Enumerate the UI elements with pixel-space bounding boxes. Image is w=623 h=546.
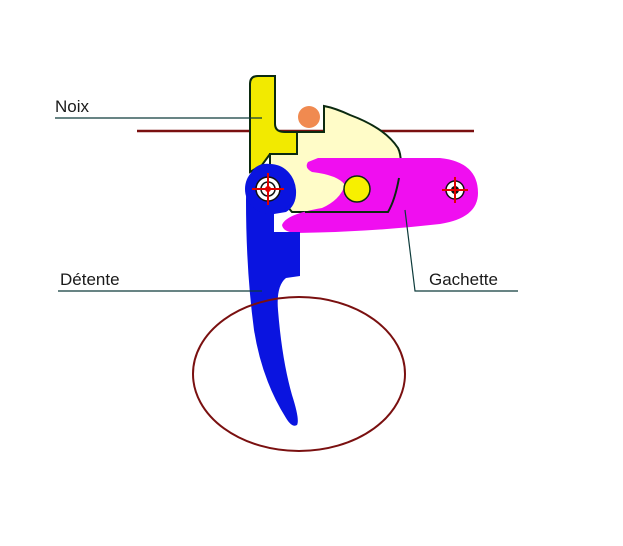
crosshair-pivot-icon (252, 173, 284, 205)
gachette-outline (305, 177, 400, 213)
orange-pin (298, 106, 320, 128)
gachette-leader-line (404, 209, 518, 292)
trigger-guard-oval (192, 296, 406, 452)
yellow-pin (343, 175, 371, 203)
gachette-part (282, 158, 478, 233)
gachette-label: Gachette (429, 270, 498, 289)
noix-label: Noix (55, 97, 90, 116)
crosshair-pivot-icon (442, 177, 468, 203)
detente-part (246, 163, 300, 426)
detente-label: Détente (60, 270, 120, 289)
